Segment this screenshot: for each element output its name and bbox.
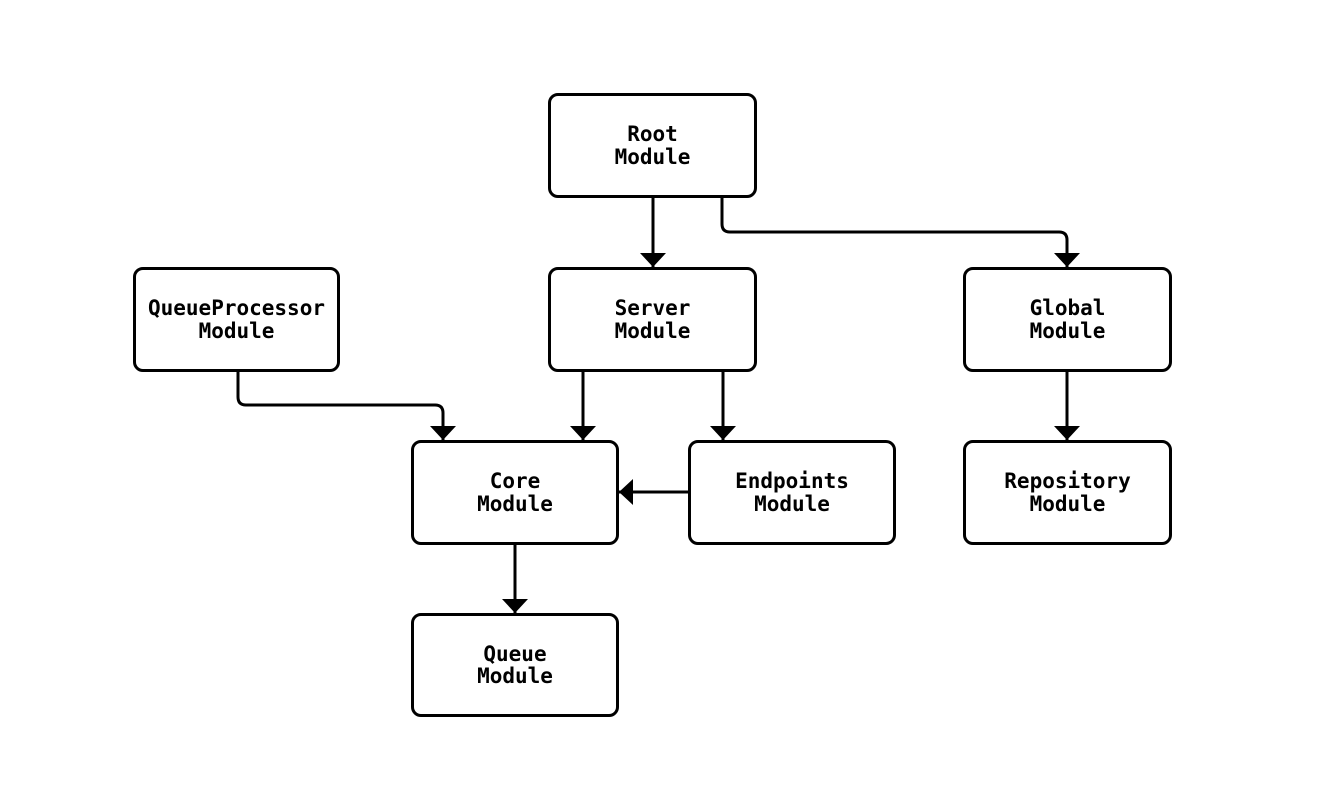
node-repository-module: Repository Module bbox=[963, 440, 1172, 545]
node-core-module: Core Module bbox=[411, 440, 619, 545]
node-server-module: Server Module bbox=[548, 267, 757, 372]
node-global-module: Global Module bbox=[963, 267, 1172, 372]
node-label-core-module: Core Module bbox=[477, 469, 553, 516]
node-queue-module: Queue Module bbox=[411, 613, 619, 717]
edge-root-module-to-global-module bbox=[720, 198, 1080, 267]
node-label-repository-module: Repository Module bbox=[1004, 469, 1131, 516]
node-label-queueprocessor-module: QueueProcessor Module bbox=[147, 296, 325, 343]
edge-queueprocessor-module-to-core-module bbox=[236, 372, 456, 440]
node-endpoints-module: Endpoints Module bbox=[688, 440, 896, 545]
node-queueprocessor-module: QueueProcessor Module bbox=[133, 267, 340, 372]
node-root-module: Root Module bbox=[548, 93, 757, 198]
node-label-root-module: Root Module bbox=[614, 122, 691, 169]
node-label-queue-module: Queue Module bbox=[477, 641, 553, 688]
node-label-endpoints-module: Endpoints Module bbox=[735, 469, 849, 516]
node-label-server-module: Server Module bbox=[614, 296, 691, 343]
node-label-global-module: Global Module bbox=[1029, 296, 1106, 343]
